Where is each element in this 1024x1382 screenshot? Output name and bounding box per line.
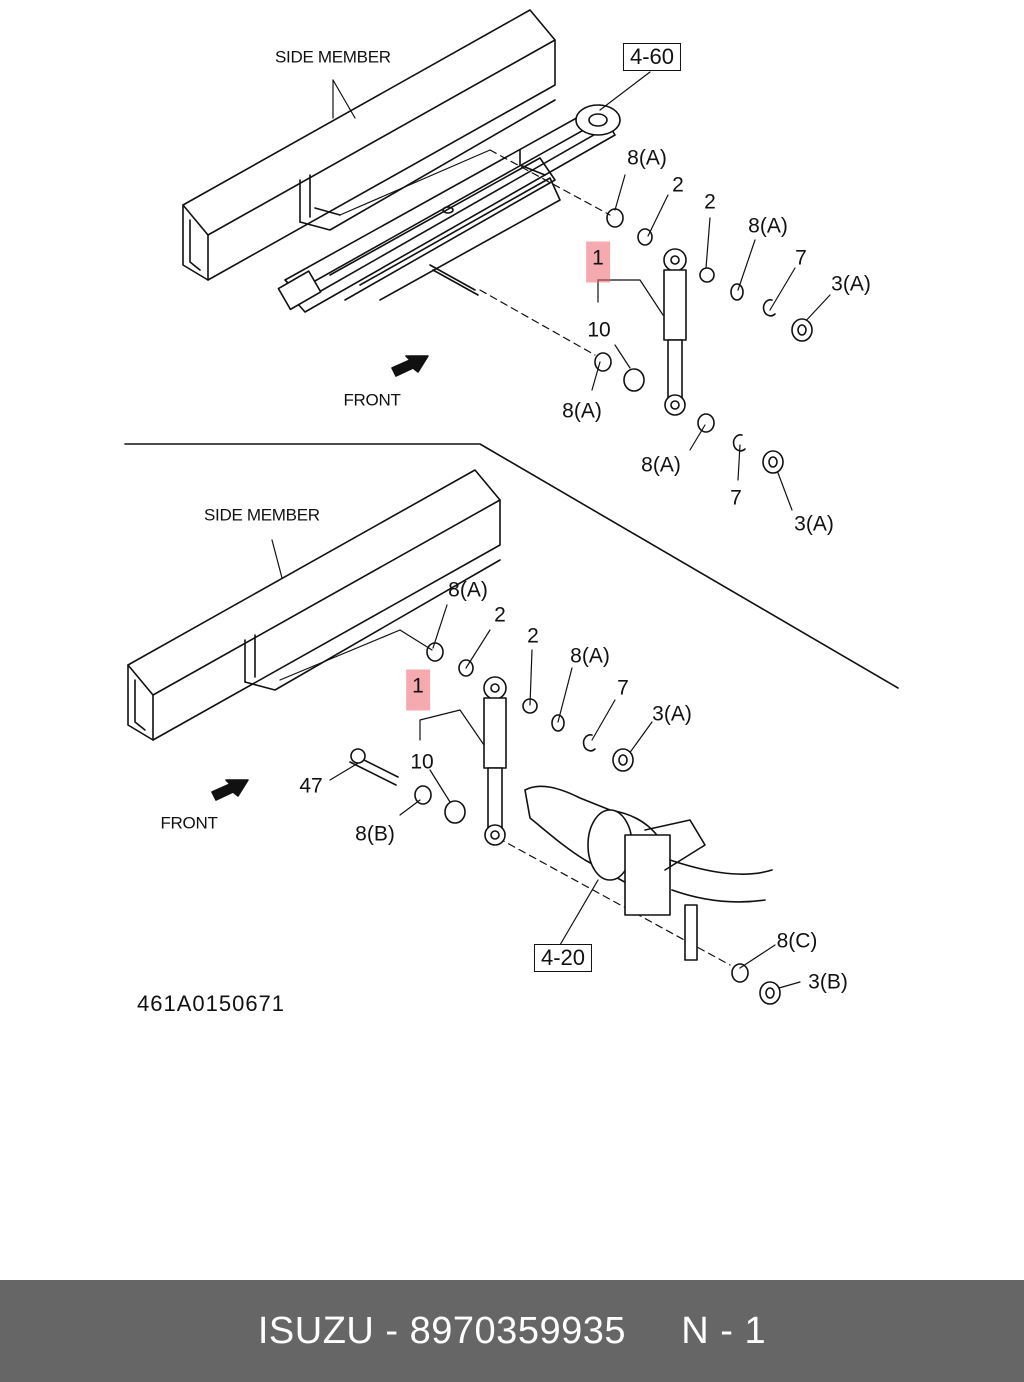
part-7-label-top-2[interactable]: 7 [730,486,742,510]
part-3b-label-bottom[interactable]: 3(B) [808,970,848,994]
side-member-label-bottom: SIDE MEMBER [204,505,320,525]
side-member-top [182,9,556,281]
leaf-spring-top [277,104,621,313]
ref-box-4-60[interactable]: 4-60 [622,43,682,71]
part-2-label-bottom-2[interactable]: 2 [527,624,539,648]
part-7-label-top-1[interactable]: 7 [795,246,807,270]
part-10-label-bottom[interactable]: 10 [410,750,434,774]
part-2-label-bottom-1[interactable]: 2 [494,603,506,627]
part-8a-label-top-3[interactable]: 8(A) [562,399,602,423]
front-label-bottom: FRONT [160,813,218,833]
part-8a-label-bottom-2[interactable]: 8(A) [570,644,610,668]
front-arrow-bottom [211,779,249,801]
shock-absorber-bottom [349,642,781,1005]
part-1-top-highlight[interactable]: 1 [586,241,610,283]
view-separator [124,443,899,689]
footer-bar: ISUZU - 8970359935 N - 1 [0,1280,1024,1382]
front-arrow-top [391,355,429,377]
part-8b-label-bottom[interactable]: 8(B) [355,822,395,846]
shock-absorber-top [594,208,813,474]
part-2-label-top-2[interactable]: 2 [704,190,716,214]
part-2-label-top-1[interactable]: 2 [672,173,684,197]
part-8c-label-bottom[interactable]: 8(C) [776,929,818,953]
exploded-parts-diagram [124,9,899,1005]
part-8a-label-top-1[interactable]: 8(A) [627,146,667,170]
part-number-caption: ISUZU - 8970359935 N - 1 [257,1309,767,1352]
part-8a-label-bottom-1[interactable]: 8(A) [448,578,488,602]
part-8a-label-top-2[interactable]: 8(A) [748,214,788,238]
part-10-label-top[interactable]: 10 [587,318,611,342]
part-3a-label-bottom[interactable]: 3(A) [652,702,692,726]
part-3a-label-top-1[interactable]: 3(A) [831,272,871,296]
side-member-label-top: SIDE MEMBER [275,47,391,67]
front-label-top: FRONT [343,390,401,410]
part-7-label-bottom[interactable]: 7 [617,676,629,700]
axle-housing-bottom [524,785,773,961]
ref-box-4-20[interactable]: 4-20 [533,944,593,972]
part-1-bottom-highlight[interactable]: 1 [406,669,430,711]
part-3a-label-top-2[interactable]: 3(A) [794,512,834,536]
drawing-code: 461A0150671 [137,991,286,1016]
leader-lines-bottom [271,539,801,991]
leader-lines-top [332,71,831,511]
part-47-label-bottom[interactable]: 47 [299,774,323,798]
part-8a-label-top-4[interactable]: 8(A) [641,453,681,477]
side-member-bottom [127,469,501,741]
